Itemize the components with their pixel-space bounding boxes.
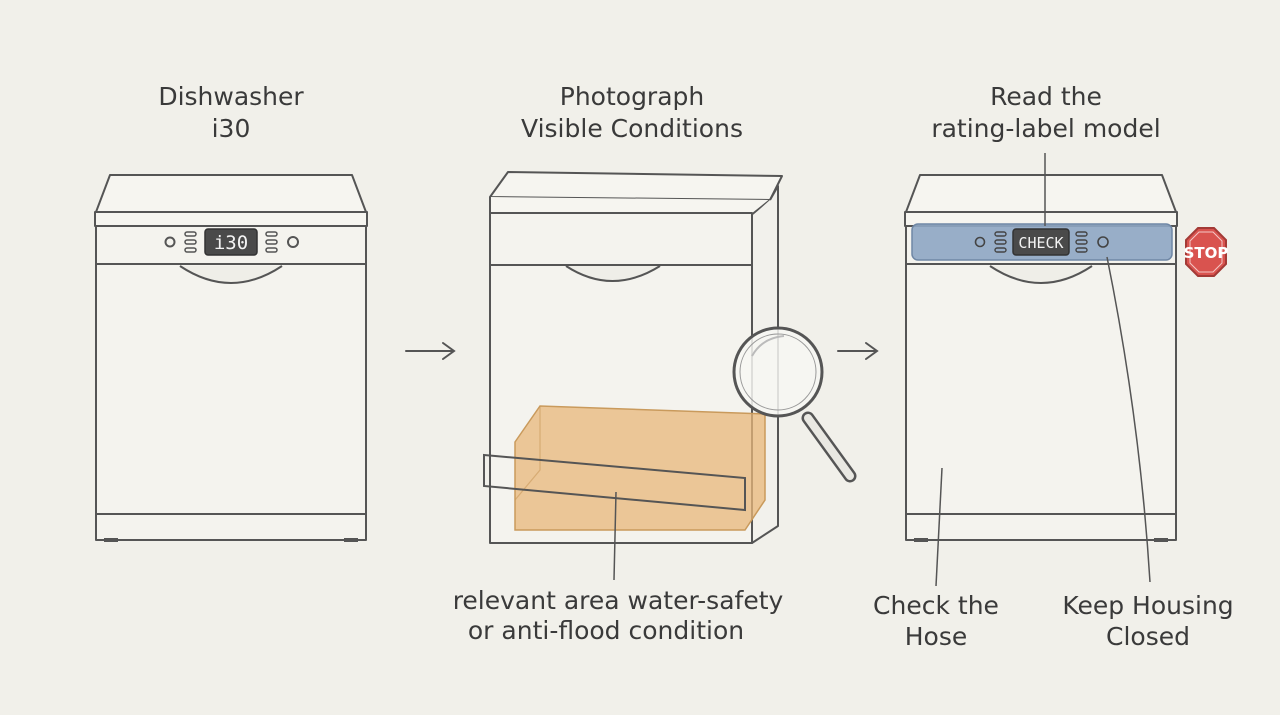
area-label-line2: or anti-flood condition — [468, 616, 744, 645]
dishwasher-3-btn — [994, 231, 1007, 237]
stop-sign-text: STOP — [1184, 244, 1229, 262]
housing-pointer-line — [1106, 256, 1151, 583]
dishwasher-1-top — [95, 174, 367, 213]
dishwasher-3-controls — [974, 231, 1109, 253]
dishwasher-2-handle — [565, 265, 661, 282]
dishwasher-3-btn — [1075, 239, 1088, 245]
arrow-right-icon — [837, 342, 879, 360]
dishwasher-3-display-text: CHECK — [1018, 234, 1063, 252]
dishwasher-1-display-text: i30 — [214, 232, 248, 254]
dishwasher-3-kickplate — [905, 513, 1177, 541]
anti-flood-tray — [483, 405, 766, 531]
magnifier-icon — [732, 326, 857, 483]
area-label-line1: relevant area water-safety — [453, 586, 784, 615]
dishwasher-3-knob-right — [1097, 236, 1109, 248]
dishwasher-1-body — [95, 263, 367, 515]
dishwasher-3-btn — [1075, 231, 1088, 237]
dishwasher-3-display — [1012, 228, 1070, 256]
hose-label-line2: Hose — [905, 622, 968, 651]
housing-label-line2: Closed — [1106, 622, 1190, 651]
dishwasher-3-btn — [994, 239, 1007, 245]
step2-title-line1: Photograph — [560, 82, 705, 111]
hose-pointer-line — [935, 467, 943, 587]
housing-label-line1: Keep Housing — [1062, 591, 1233, 620]
dishwasher-3 — [904, 174, 1178, 542]
dishwasher-1-btn — [265, 239, 278, 245]
hose-label-line1: Check the — [873, 591, 999, 620]
step1-title-line1: Dishwasher — [158, 82, 304, 111]
dishwasher-2-top — [489, 171, 783, 201]
step1-title: Dishwasher i30 — [158, 82, 304, 143]
step2-title: Photograph Visible Conditions — [521, 82, 743, 143]
dishwasher-3-handle — [989, 265, 1093, 284]
dishwasher-1-top-edge — [94, 211, 368, 227]
arrow-right-icon — [405, 342, 456, 360]
dishwasher-1-kickplate — [95, 513, 367, 541]
stop-sign-icon: STOP — [1184, 227, 1229, 277]
area-pointer-line — [613, 491, 617, 581]
step3-title-line2: rating-label model — [931, 114, 1160, 143]
dishwasher-1-btn — [184, 239, 197, 245]
dishwasher-3-top — [905, 174, 1177, 213]
step3-title: Read the rating-label model — [931, 82, 1160, 143]
dishwasher-1-knob-left — [164, 236, 176, 248]
dishwasher-1-btn — [184, 231, 197, 237]
dishwasher-3-body — [905, 263, 1177, 515]
dishwasher-1-handle — [179, 265, 283, 284]
dishwasher-1-btn — [184, 247, 197, 253]
dishwasher-1-display — [204, 228, 258, 256]
dishwasher-1-btn — [265, 247, 278, 253]
dishwasher-3-knob-left — [974, 236, 986, 248]
dishwasher-3-btn — [1075, 247, 1088, 253]
step3-title-line1: Read the — [990, 82, 1102, 111]
dishwasher-1 — [94, 174, 368, 542]
dishwasher-1-btn — [265, 231, 278, 237]
dishwasher-3-btn — [994, 247, 1007, 253]
dishwasher-1-knob-right — [287, 236, 299, 248]
step2-title-line2: Visible Conditions — [521, 114, 743, 143]
dishwasher-2-control-panel — [489, 212, 753, 266]
step1-title-line2: i30 — [212, 114, 251, 143]
